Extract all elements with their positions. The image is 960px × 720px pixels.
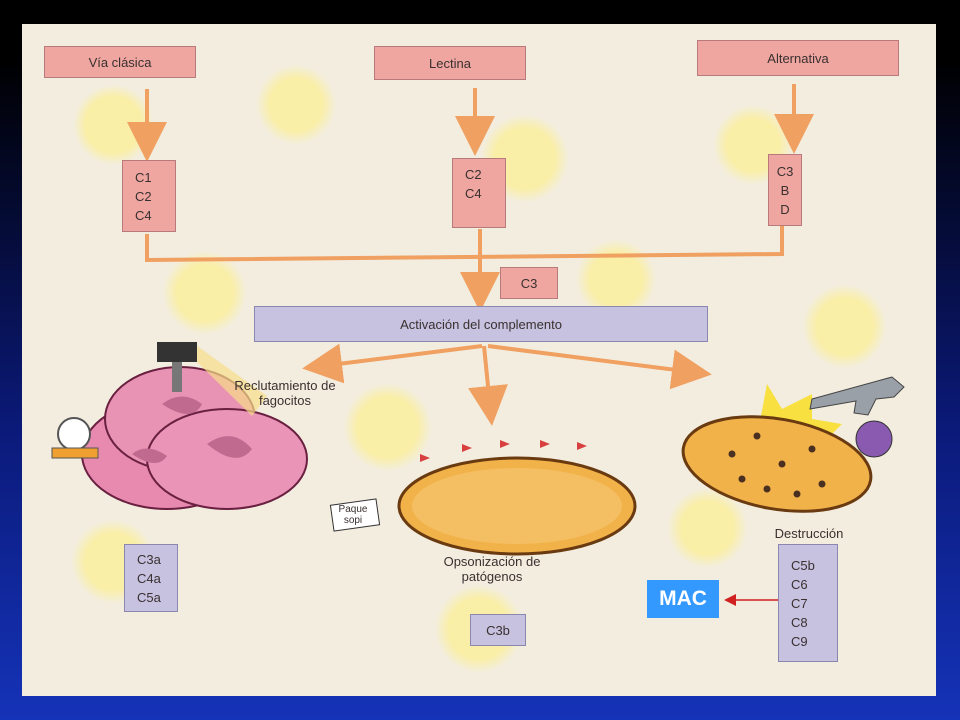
component-c4a: C4a bbox=[137, 570, 161, 586]
label-destruction: Destrucción bbox=[774, 526, 844, 541]
component-c5a: C5a bbox=[137, 589, 161, 605]
arrow-recruitment bbox=[302, 343, 483, 384]
component-c4: C4 bbox=[465, 186, 482, 201]
label-opsonization: Opsonización de patógenos bbox=[443, 554, 541, 584]
destroyed-bacterium bbox=[681, 376, 905, 513]
connector-line bbox=[145, 224, 784, 263]
lectin-components: C2 C4 bbox=[452, 158, 506, 228]
component-c9: C9 bbox=[791, 633, 808, 649]
component-c2: C2 bbox=[465, 167, 482, 182]
component-d: D bbox=[780, 201, 790, 217]
c3-box: C3 bbox=[500, 267, 558, 299]
component-b: B bbox=[780, 182, 790, 198]
phagocyte-cells bbox=[81, 366, 308, 510]
arrow-destruction bbox=[487, 344, 712, 390]
siren-icon bbox=[157, 342, 267, 416]
arrow-opsonization bbox=[468, 345, 508, 426]
alarm-icon bbox=[51, 417, 99, 459]
alternative-components: C3 B D bbox=[768, 154, 802, 226]
component-c2: C2 bbox=[135, 188, 152, 204]
opsonization-component: C3b bbox=[470, 614, 526, 646]
component-c5b: C5b bbox=[791, 557, 815, 573]
mac-label: MAC bbox=[647, 580, 719, 618]
component-c4: C4 bbox=[135, 207, 152, 223]
component-c3a: C3a bbox=[137, 551, 161, 567]
pathway-alternative: Alternativa bbox=[697, 40, 899, 76]
recruitment-components: C3a C4a C5a bbox=[124, 544, 178, 612]
activation-box: Activación del complemento bbox=[254, 306, 708, 342]
bacterium bbox=[329, 440, 637, 556]
label-packet: Paque sopi bbox=[338, 504, 368, 526]
pathway-lectin: Lectina bbox=[374, 46, 526, 80]
component-c8: C8 bbox=[791, 614, 808, 630]
complement-diagram: Vía clásica Lectina Alternativa C1 C2 C4… bbox=[22, 24, 936, 696]
component-c7: C7 bbox=[791, 595, 808, 611]
component-c6: C6 bbox=[791, 576, 808, 592]
pathway-classical: Vía clásica bbox=[44, 46, 196, 78]
component-c1: C1 bbox=[135, 169, 152, 185]
destruction-components: C5b C6 C7 C8 C9 bbox=[778, 544, 838, 662]
label-recruitment: Reclutamiento de fagocitos bbox=[234, 378, 336, 408]
classical-components: C1 C2 C4 bbox=[122, 160, 176, 232]
diagram-graphics bbox=[51, 84, 905, 606]
component-c3: C3 bbox=[776, 163, 794, 179]
